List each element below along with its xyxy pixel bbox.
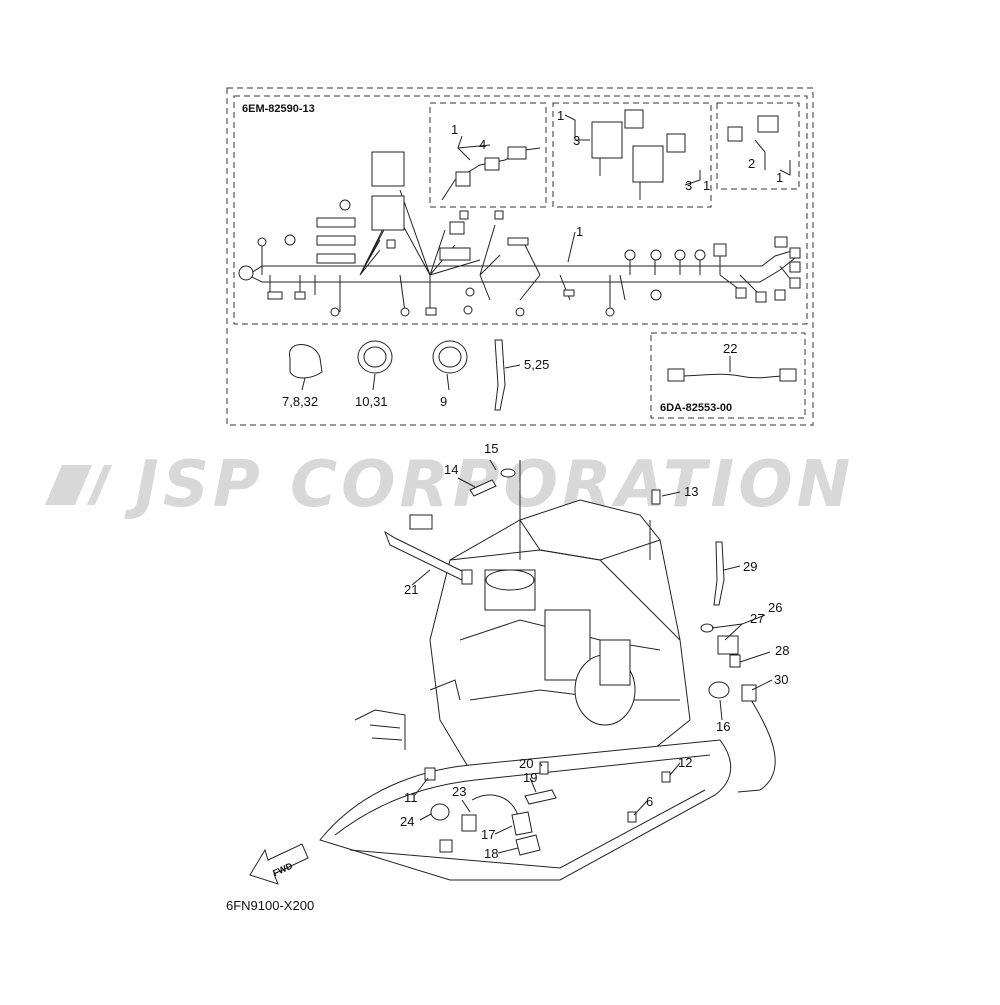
callout-18: 18	[484, 846, 498, 861]
harness-kit-box: 6EM-82590-13 6DA-82553-00	[226, 87, 814, 426]
callout-2: 2	[748, 156, 755, 171]
callout-6: 6	[646, 794, 653, 809]
callout-12: 12	[678, 755, 692, 770]
callout-3: 3	[685, 178, 692, 193]
callouts: 1 4 1 3 3 1 2 1 1 7,8,32 10,31 9 5,25 22…	[282, 108, 789, 861]
callout-9: 9	[440, 394, 447, 409]
callout-27: 27	[750, 611, 764, 626]
callout-1: 1	[703, 178, 710, 193]
callout-11: 11	[404, 790, 418, 805]
wire-part-code: 6DA-82553-00	[660, 402, 732, 414]
callout-16: 16	[716, 719, 730, 734]
relay-inset-1-3	[564, 109, 701, 200]
wire-harness	[238, 151, 801, 317]
bottom-cowling	[319, 739, 732, 881]
diagram-code: 6FN9100-X200	[226, 898, 314, 913]
callout-10-31: 10,31	[355, 394, 388, 409]
callout-1: 1	[776, 170, 783, 185]
callout-20: 20	[519, 756, 533, 771]
callout-15: 15	[484, 441, 498, 456]
callout-30: 30	[774, 672, 788, 687]
callout-7-8-32: 7,8,32	[282, 394, 318, 409]
watermark-logo: JSP CORPORATION	[45, 448, 850, 522]
callout-5-25: 5,25	[524, 357, 549, 372]
callout-13: 13	[684, 484, 698, 499]
engine-block	[429, 460, 691, 781]
loose-parts	[354, 468, 776, 856]
callout-1: 1	[451, 122, 458, 137]
callout-17: 17	[481, 827, 495, 842]
fwd-arrow: FWD	[249, 843, 309, 885]
callout-19: 19	[523, 770, 537, 785]
callout-22: 22	[723, 341, 737, 356]
callout-23: 23	[452, 784, 466, 799]
connector-inset-1-4	[441, 135, 541, 201]
callout-28: 28	[775, 643, 789, 658]
callout-24: 24	[400, 814, 414, 829]
callout-1: 1	[576, 224, 583, 239]
clamps-and-ties	[289, 339, 797, 411]
callout-21: 21	[404, 582, 418, 597]
harness-part-code: 6EM-82590-13	[242, 103, 315, 115]
callout-26: 26	[768, 600, 782, 615]
callout-1: 1	[557, 108, 564, 123]
callout-3: 3	[573, 133, 580, 148]
callout-4: 4	[479, 137, 486, 152]
callout-29: 29	[743, 559, 757, 574]
callout-14: 14	[444, 462, 458, 477]
connector-inset-1-2	[727, 115, 791, 176]
leader-lines	[301, 231, 773, 854]
